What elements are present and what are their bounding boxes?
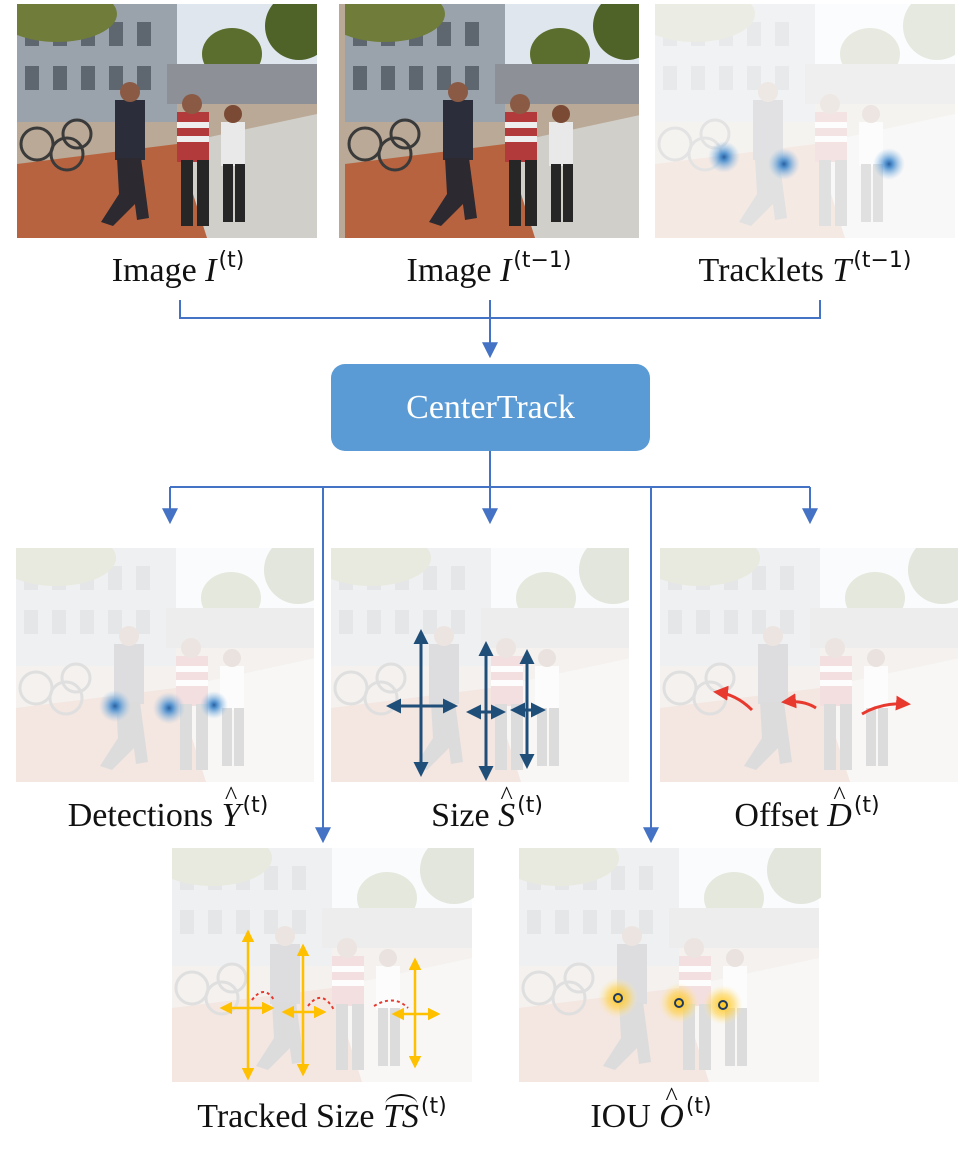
input-merge-line bbox=[179, 300, 821, 319]
output-label-size: Size S(t) bbox=[431, 793, 543, 835]
tracklet-heatmap bbox=[768, 148, 800, 180]
input-label-image-t: Image I(t) bbox=[111, 248, 245, 289]
offset-arrow bbox=[861, 695, 911, 716]
tracklet-heatmap bbox=[708, 141, 740, 173]
detection-heatmap bbox=[200, 691, 228, 719]
detection-heatmap bbox=[99, 690, 131, 722]
output-label-tracked-size: Tracked Size TS(t) bbox=[197, 1094, 447, 1135]
output-label-detections: Detections Y(t) bbox=[68, 793, 269, 835]
offset-arrow bbox=[781, 693, 817, 710]
tracklet-heatmap bbox=[873, 148, 905, 180]
output-label-offset: Offset D(t) bbox=[734, 793, 879, 835]
iou-center-marker bbox=[718, 1000, 728, 1010]
track-trail bbox=[307, 997, 335, 1011]
output-iou-image bbox=[519, 848, 821, 1086]
centertrack-node: CenterTrack bbox=[331, 364, 650, 451]
iou-glow bbox=[659, 983, 699, 1023]
track-trail bbox=[251, 991, 275, 1001]
iou-center-marker bbox=[674, 998, 684, 1008]
output-size-image bbox=[331, 548, 629, 782]
iou-glow bbox=[598, 978, 638, 1018]
detection-heatmap bbox=[153, 692, 185, 724]
input-label-tracklets: Tracklets T(t−1) bbox=[698, 248, 912, 289]
input-tracklets bbox=[655, 4, 955, 238]
offset-arrow bbox=[713, 685, 754, 712]
iou-center-marker bbox=[613, 993, 623, 1003]
input-label-image-t-minus-1: Image I(t−1) bbox=[406, 248, 572, 289]
track-trail bbox=[373, 999, 409, 1009]
centertrack-label: CenterTrack bbox=[406, 388, 575, 426]
output-offset-image bbox=[660, 548, 958, 782]
output-label-iou: IOU O(t) bbox=[590, 1094, 711, 1136]
iou-glow bbox=[703, 985, 743, 1025]
input-image-t-minus-1 bbox=[339, 4, 639, 238]
output-detections-image bbox=[16, 548, 314, 782]
output-tracked-size-image bbox=[172, 848, 474, 1086]
